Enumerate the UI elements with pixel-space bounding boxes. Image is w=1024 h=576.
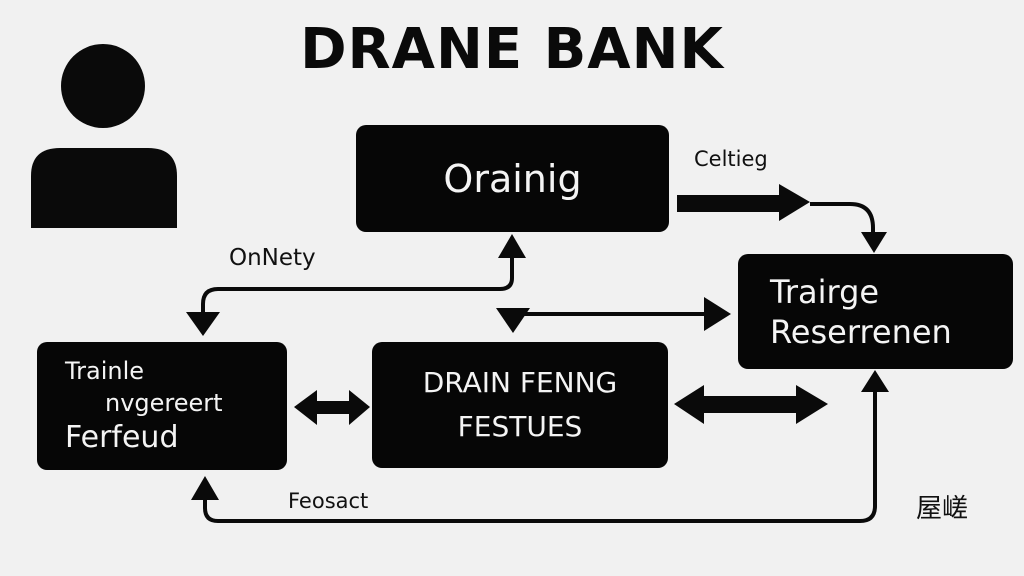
corner-label-cjk: 屋嵯 [916, 494, 969, 524]
node-orainig-label: Orainig [443, 156, 582, 201]
edge-label-onnety: OnNety [229, 245, 316, 271]
node-left-line2: nvgereert [105, 389, 223, 417]
node-right-line2: Reserrenen [770, 312, 952, 351]
node-drain-fenng: DRAIN FENNG FESTUES [372, 342, 668, 468]
edge-label-celtieg: Celtieg [694, 147, 768, 171]
node-orainig: Orainig [356, 125, 669, 232]
node-trainle-ferfeud: Trainle nvgereert Ferfeud [37, 342, 287, 470]
connector-onnety [186, 234, 526, 336]
node-center-line2: FESTUES [457, 410, 583, 443]
diagram-title: DRANE BANK [300, 17, 724, 82]
node-left-line1: Trainle [65, 357, 145, 385]
double-arrow-left-center [294, 390, 370, 425]
node-center-line1: DRAIN FENNG [422, 366, 618, 399]
node-trairge-reserrenen: Trairge Reserrenen [738, 254, 1013, 369]
double-arrow-center-right [674, 385, 828, 424]
user-icon [31, 44, 177, 228]
node-right-line1: Trairge [770, 272, 880, 311]
connector-center-right [496, 297, 731, 333]
node-left-line3: Ferfeud [65, 420, 179, 455]
connector-celtieg [677, 184, 887, 253]
connector-feosact [191, 370, 889, 523]
edge-label-feosact: Feosact [288, 489, 369, 513]
